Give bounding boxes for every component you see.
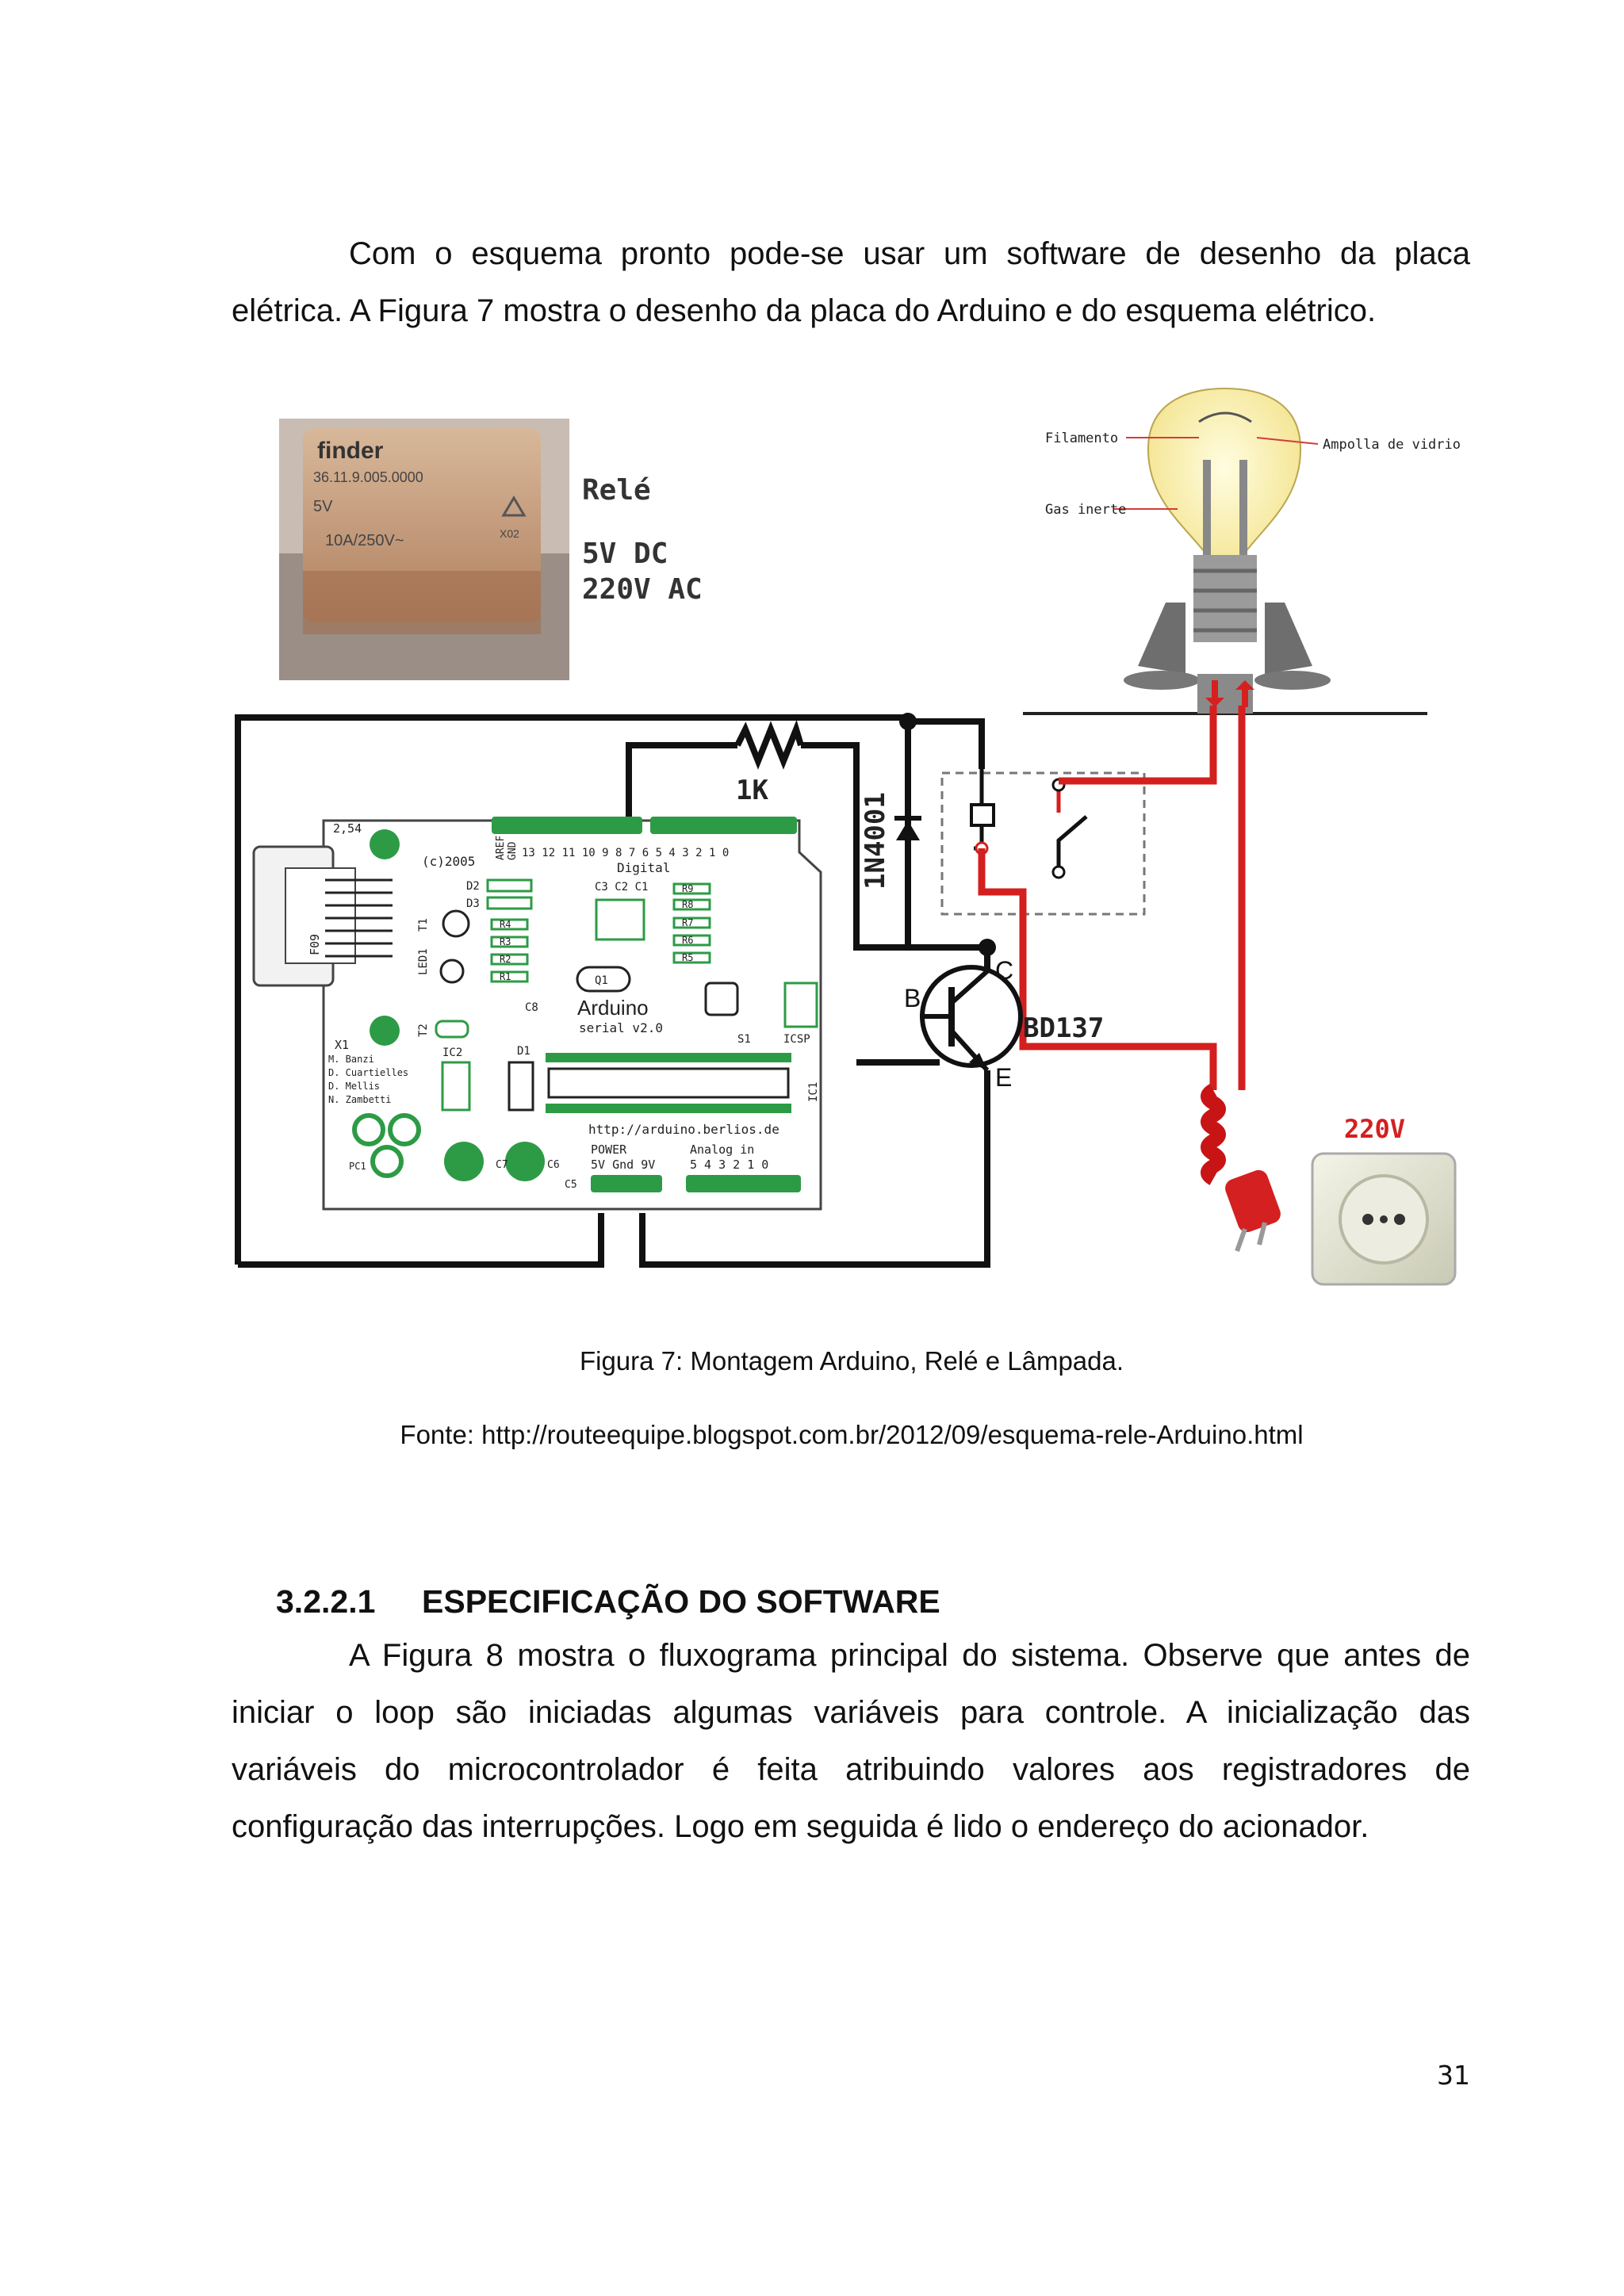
digital-header [492, 817, 797, 834]
relay-brand: finder [317, 438, 384, 464]
aref-label: AREF [495, 836, 507, 860]
arduino-board: F09 2,54 X1 (c)2005 AREF GND 13 12 11 10… [252, 817, 822, 1211]
intro-line-1: Com o esquema pronto pode-se usar um sof… [349, 236, 1470, 271]
credit-4: N. Zambetti [328, 1094, 391, 1105]
section-heading: 3.2.2.1 ESPECIFICAÇÃO DO SOFTWARE [276, 1579, 940, 1624]
section-title: ESPECIFICAÇÃO DO SOFTWARE [422, 1583, 940, 1620]
t2-label: T2 [417, 1024, 430, 1037]
caps-label: C3 C2 C1 [595, 881, 648, 894]
c8-label: C8 [525, 1001, 538, 1014]
credit-2: D. Cuartielles [328, 1067, 408, 1078]
label-filament: Filamento [1045, 430, 1118, 446]
relay-coil-rating: 5V [313, 498, 333, 515]
x1-label: X1 [335, 1038, 349, 1052]
spacing-label: 2,54 [333, 821, 362, 836]
credit-1: M. Banzi [328, 1054, 374, 1065]
relay-photo: finder 36.11.9.005.0000 5V 10A/250V~ X02 [279, 419, 569, 680]
body-line-1: A Figura 8 mostra o fluxograma principal… [349, 1638, 1470, 1673]
diode-icon [894, 816, 921, 840]
body-paragraph: A Figura 8 mostra o fluxograma principal… [232, 1627, 1470, 1855]
analog-header [686, 1175, 801, 1192]
transistor-icon [920, 965, 1023, 1073]
d1-label: D1 [517, 1045, 530, 1058]
mounting-hole-icon [370, 829, 400, 859]
r5-label: R5 [682, 952, 693, 963]
label-gas: Gas inerte [1045, 502, 1126, 518]
figure-source: Fonte: http://routeequipe.blogspot.com.b… [400, 1420, 1304, 1449]
power-label: POWER [591, 1142, 627, 1157]
s1-label: S1 [737, 1033, 751, 1046]
figure-7-circuit: finder 36.11.9.005.0000 5V 10A/250V~ X02… [235, 387, 1461, 1286]
analog-pins: 5 4 3 2 1 0 [690, 1158, 768, 1172]
page-number: 31 [1437, 2060, 1470, 2091]
r9-label: R9 [682, 883, 693, 894]
c6-label: C6 [547, 1159, 560, 1171]
transistor-label: BD137 [1023, 1012, 1104, 1044]
section-number: 3.2.2.1 [276, 1583, 376, 1620]
relay-label: Relé [582, 474, 651, 507]
ic2-label: IC2 [442, 1047, 462, 1059]
power-pins: 5V Gnd 9V [591, 1158, 655, 1172]
connector-label: F09 [308, 934, 322, 955]
r3-label: R3 [500, 936, 511, 947]
intro-paragraph: Com o esquema pronto pode-se usar um sof… [232, 225, 1470, 339]
board-url: http://arduino.berlios.de [588, 1122, 779, 1137]
capacitor-icon [444, 1142, 484, 1181]
digital-label: Digital [617, 860, 670, 875]
transistor-pin-base: B [904, 984, 921, 1012]
warning-triangle-icon [501, 496, 527, 517]
mounting-hole-icon [370, 1016, 400, 1046]
diode-label: 1N4001 [860, 792, 891, 890]
wall-socket-icon [1311, 1152, 1457, 1286]
resistor-label: 1K [736, 775, 768, 806]
relay-code: X02 [500, 527, 519, 540]
relay-model: 36.11.9.005.0000 [313, 469, 423, 485]
microcontroller-chip [546, 1053, 791, 1113]
relay-spec-2: 220V AC [582, 573, 703, 606]
analog-label: Analog in [690, 1142, 754, 1157]
r4-label: R4 [500, 919, 511, 930]
voltage-label: 220V [1344, 1114, 1405, 1144]
board-name: Arduino [577, 996, 649, 1020]
right-resistors: R9 R8 R7 R6 R5 [672, 882, 711, 964]
relay-schematic [940, 769, 1146, 916]
left-resistors: R4 R3 R2 R1 [490, 918, 529, 983]
r2-label: R2 [500, 954, 511, 965]
board-version: serial v2.0 [579, 1020, 663, 1035]
r6-label: R6 [682, 935, 693, 946]
label-glass: Ampolla de vidrio [1323, 437, 1461, 453]
icsp-label: ICSP [783, 1033, 810, 1046]
figure-caption: Figura 7: Montagem Arduino, Relé e Lâmpa… [579, 1346, 1124, 1376]
c5-label: C5 [565, 1179, 577, 1191]
r7-label: R7 [682, 917, 693, 928]
body-line-3: variáveis do microcontrolador é feita at… [232, 1752, 1470, 1787]
red-wiring [978, 706, 1246, 1090]
transistor-pin-emitter: E [995, 1063, 1012, 1092]
ic1-label: IC1 [807, 1082, 820, 1102]
credit-3: D. Mellis [328, 1081, 380, 1092]
c7-label: C7 [496, 1159, 508, 1171]
year-label: (c)2005 [422, 854, 475, 869]
r8-label: R8 [682, 899, 693, 910]
led1-label: LED1 [417, 948, 430, 975]
q1-label: Q1 [595, 974, 608, 987]
pc1-label: PC1 [349, 1161, 366, 1172]
d2-label: D2 [466, 880, 480, 893]
capacitor-icon [505, 1142, 545, 1181]
gnd-label: GND [507, 841, 519, 860]
relay-spec-1: 5V DC [582, 538, 668, 570]
t1-label: T1 [417, 918, 430, 932]
power-header [591, 1175, 662, 1192]
plug-icon [1225, 1169, 1281, 1253]
r1-label: R1 [500, 971, 511, 982]
resistor-icon [734, 719, 804, 770]
relay-contact-rating: 10A/250V~ [325, 532, 404, 549]
d3-label: D3 [466, 897, 480, 910]
power-cord [1201, 1084, 1226, 1185]
digital-pins: 13 12 11 10 9 8 7 6 5 4 3 2 1 0 [522, 847, 729, 859]
body-line-2: iniciar o loop são iniciadas algumas var… [232, 1695, 1470, 1730]
body-line-4: configuração das interrupções. Logo em s… [232, 1809, 1369, 1844]
intro-line-2: elétrica. A Figura 7 mostra o desenho da… [232, 293, 1377, 328]
transistor-pin-collector: C [995, 956, 1013, 985]
